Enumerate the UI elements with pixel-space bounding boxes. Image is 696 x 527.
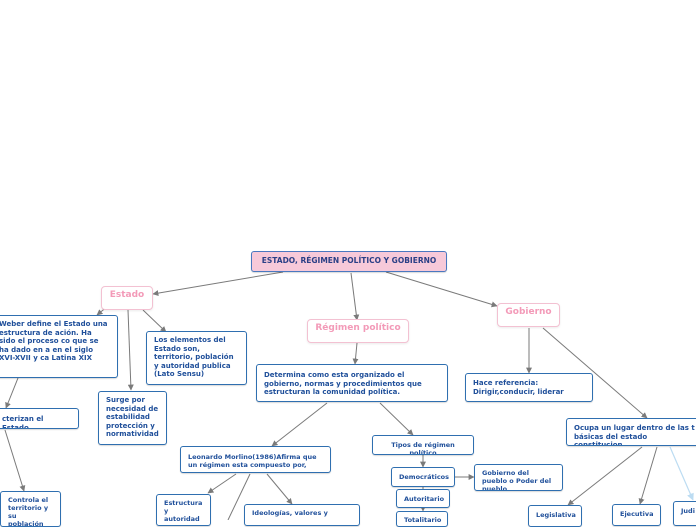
- connector-ocupa-ejecutiva: [638, 446, 658, 505]
- branch-estado[interactable]: Estado: [101, 286, 153, 310]
- node-weber[interactable]: Weber define el Estado una estructura de…: [0, 315, 118, 378]
- connector-morlino-ideologias: [266, 473, 293, 505]
- node-tipos-regimen[interactable]: Tipos de régimen político: [372, 435, 474, 455]
- connector-estado-elementos: [142, 309, 167, 333]
- connector-weber-caracterizan: [5, 377, 19, 409]
- connector-root-gobierno: [385, 271, 498, 308]
- node-surge[interactable]: Surge por necesidad de estabilidad prote…: [98, 391, 167, 445]
- node-legislativa[interactable]: Legislativa: [528, 505, 582, 527]
- node-ideologias[interactable]: Ideologías, valores y: [244, 504, 360, 526]
- node-controla[interactable]: Controla el territorio y su población: [0, 491, 61, 527]
- connector-root-estado: [152, 271, 284, 297]
- connector-caracterizan-controla: [4, 429, 26, 492]
- root-topic[interactable]: ESTADO, RÉGIMEN POLÍTICO Y GOBIERNO: [251, 251, 447, 272]
- node-determina[interactable]: Determina como esta organizado el gobier…: [256, 364, 448, 402]
- node-morlino[interactable]: Leonardo Morlino(1986)Afirma que un régi…: [180, 446, 331, 473]
- node-elementos-estado[interactable]: Los elementos del Estado son, territorio…: [146, 331, 247, 385]
- connector-determina-morlino: [271, 402, 328, 447]
- connector-estado-surge: [127, 309, 134, 391]
- node-autoritario[interactable]: Autoritario: [396, 489, 450, 508]
- connector-root-regimen: [350, 272, 360, 321]
- connector-determina-tipos: [379, 402, 414, 436]
- node-gobierno-pueblo[interactable]: Gobierno del pueblo o Poder del pueblo: [474, 464, 563, 491]
- node-ocupa-lugar[interactable]: Ocupa un lugar dentro de las t básicas d…: [566, 418, 696, 446]
- connector-ocupa-legislativa: [567, 446, 643, 506]
- connector-ocupa-judicial: [669, 446, 694, 501]
- node-totalitario[interactable]: Totalitario: [396, 511, 448, 527]
- connector-regimen-determina: [352, 342, 359, 365]
- node-hace-referencia[interactable]: Hace referencia: Dirigir,conducir, lider…: [465, 373, 593, 402]
- branch-gobierno[interactable]: Gobierno: [497, 303, 560, 327]
- node-judicial[interactable]: Judi: [673, 501, 696, 526]
- node-caracterizan[interactable]: cterizan el Estado: [0, 408, 79, 429]
- node-estructura[interactable]: Estructura y autoridad: [156, 494, 211, 526]
- node-ejecutiva[interactable]: Ejecutiva: [612, 504, 661, 526]
- node-democraticos[interactable]: Democráticos: [391, 467, 455, 487]
- branch-regimen-politico[interactable]: Régimen político: [307, 319, 409, 343]
- connector-morlino-estructura: [207, 473, 237, 494]
